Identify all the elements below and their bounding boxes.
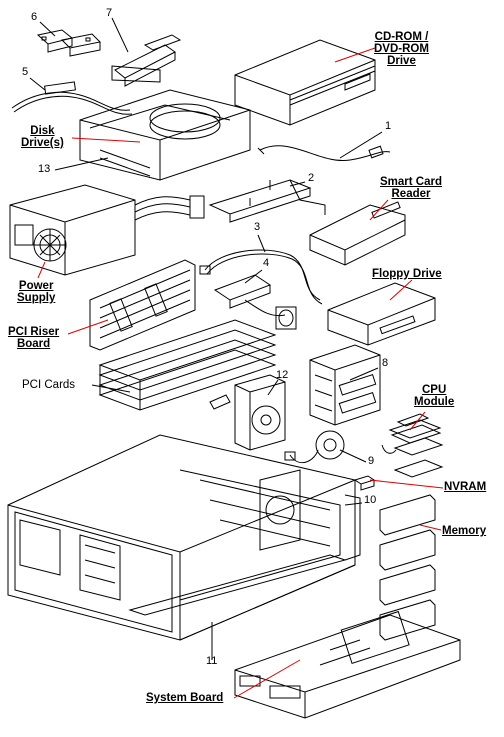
part-number-11: 11 — [206, 655, 218, 667]
label-floppy-drive: Floppy Drive — [372, 268, 442, 280]
label-system-board: System Board — [146, 692, 224, 704]
part-number-6: 6 — [31, 11, 38, 23]
part-number-4: 4 — [263, 257, 270, 269]
number-leader-lines — [29, 17, 383, 660]
label-disk-line1: Disk — [30, 125, 55, 137]
part-number-8: 8 — [382, 357, 389, 369]
label-power-line1: Power — [18, 280, 54, 292]
part-disk-drives — [79, 89, 251, 181]
label-cpu-line2: Module — [414, 396, 455, 409]
part-number-3: 3 — [254, 221, 261, 233]
label-disk-line2: Drive(s) — [21, 137, 64, 150]
part-system-board — [234, 610, 461, 719]
part-cdrom-drive — [234, 39, 376, 126]
part-number-9: 9 — [368, 455, 375, 467]
label-pciriser-line2: Board — [16, 338, 51, 351]
label-pciriser-line1: PCI Riser — [8, 326, 60, 338]
callout-lines — [37, 47, 444, 699]
label-smart-card-reader: Smart Card Reader — [380, 176, 442, 200]
part-nvram-chip — [353, 475, 376, 491]
part-3-cable — [199, 249, 323, 305]
label-cdrom-line1: CD-ROM / — [374, 31, 429, 43]
label-cpu-module: CPU Module — [414, 384, 454, 408]
part-8-drive-bay — [309, 344, 381, 426]
part-number-7: 7 — [106, 7, 113, 19]
label-cpu-line1: CPU — [421, 384, 447, 396]
label-cdrom-line2: DVD-ROM — [374, 43, 429, 56]
part-number-5: 5 — [22, 66, 29, 78]
part-chassis — [7, 434, 361, 641]
part-12-fan-assembly — [209, 374, 286, 451]
label-pci-cards: PCI Cards — [22, 379, 76, 391]
part-7-bracket — [111, 34, 182, 87]
part-1-cable — [257, 145, 391, 162]
part-9-fan — [284, 430, 345, 464]
label-disk-drives: Disk Drive(s) — [21, 125, 64, 149]
part-number-2: 2 — [308, 172, 315, 184]
part-smart-card-reader — [309, 201, 406, 266]
label-cdrom-drive: CD-ROM / DVD-ROM Drive — [374, 31, 429, 67]
part-6-brackets — [36, 29, 102, 57]
label-power-line2: Supply — [17, 292, 56, 305]
part-4-connector — [213, 274, 297, 330]
part-2-bracket — [208, 179, 326, 223]
label-nvram: NVRAM — [444, 481, 487, 493]
part-5-cable — [11, 81, 133, 115]
label-smartcard-line1: Smart Card — [380, 176, 442, 188]
part-number-13: 13 — [38, 163, 51, 175]
label-memory: Memory — [442, 525, 487, 537]
part-number-12: 12 — [276, 369, 289, 381]
part-number-1: 1 — [385, 120, 392, 132]
label-power-supply: Power Supply — [17, 280, 55, 304]
label-smartcard-line2: Reader — [391, 188, 431, 201]
part-memory-modules — [379, 494, 436, 641]
label-cdrom-line3: Drive — [387, 55, 416, 68]
part-cpu-module — [381, 413, 444, 478]
part-power-supply — [9, 184, 205, 276]
part-pci-cards — [98, 319, 277, 411]
part-number-10: 10 — [364, 494, 377, 506]
part-pci-riser-board — [89, 259, 196, 351]
part-floppy-drive — [327, 282, 436, 346]
label-pci-riser-board: PCI Riser Board — [8, 326, 59, 350]
